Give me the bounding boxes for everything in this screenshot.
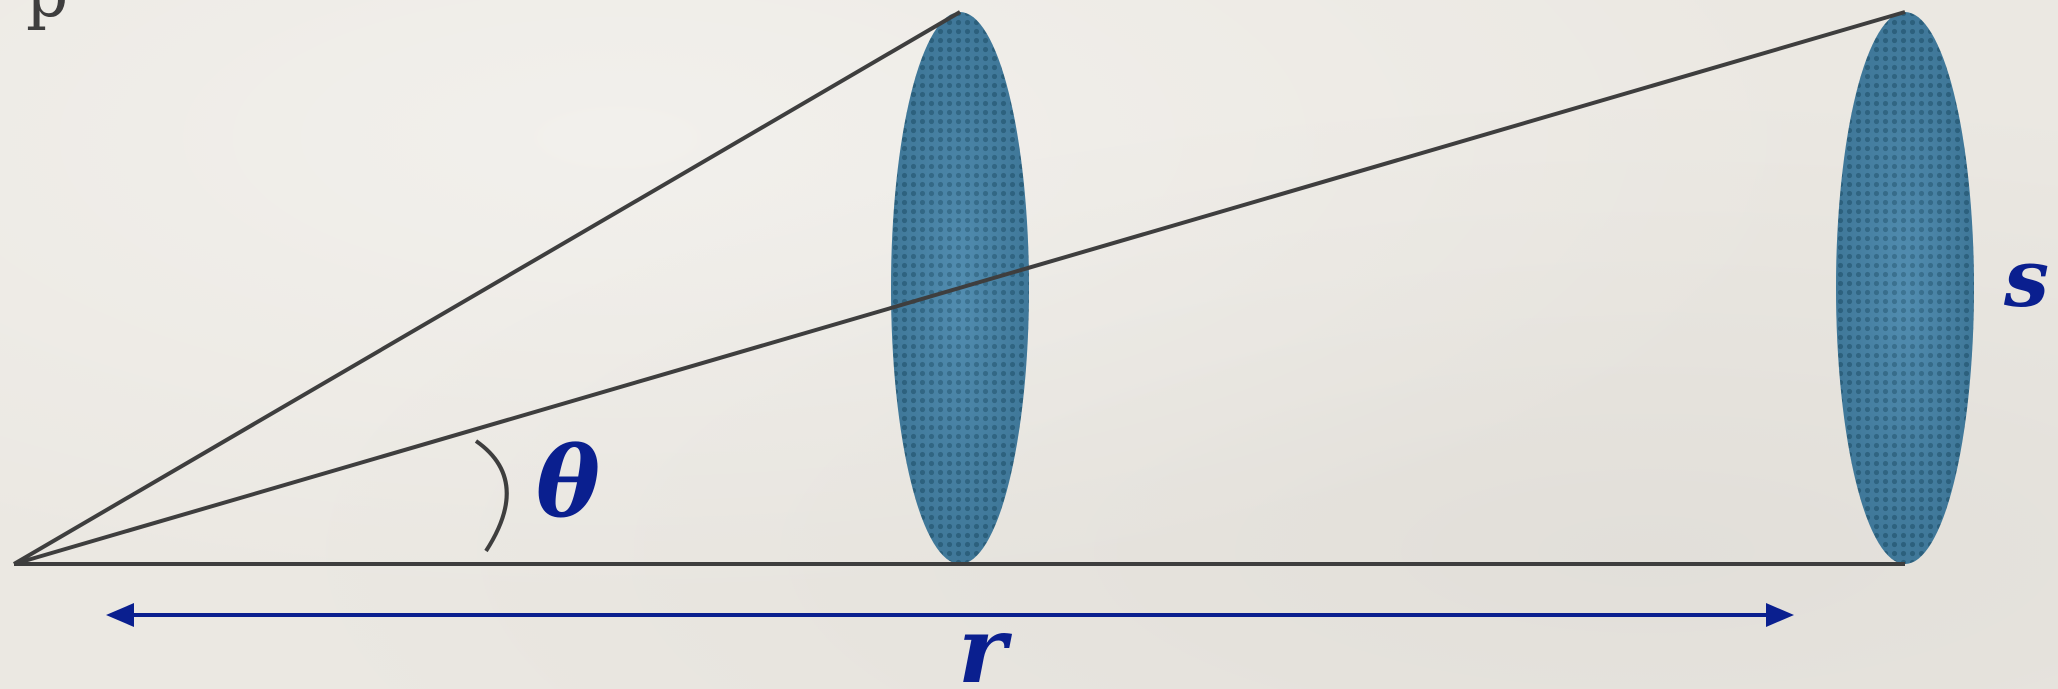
corner-glyph: p [26, 0, 68, 32]
r-label: r [958, 596, 1013, 689]
s-label: s [2003, 231, 2049, 325]
theta-label: θ [536, 426, 600, 539]
distance-arrow [106, 603, 1794, 627]
far-cone-top-edge [13, 10, 1906, 566]
near-cone-top-edge [12, 10, 962, 566]
angle-arc [474, 439, 509, 553]
far-disc [1836, 12, 1974, 564]
